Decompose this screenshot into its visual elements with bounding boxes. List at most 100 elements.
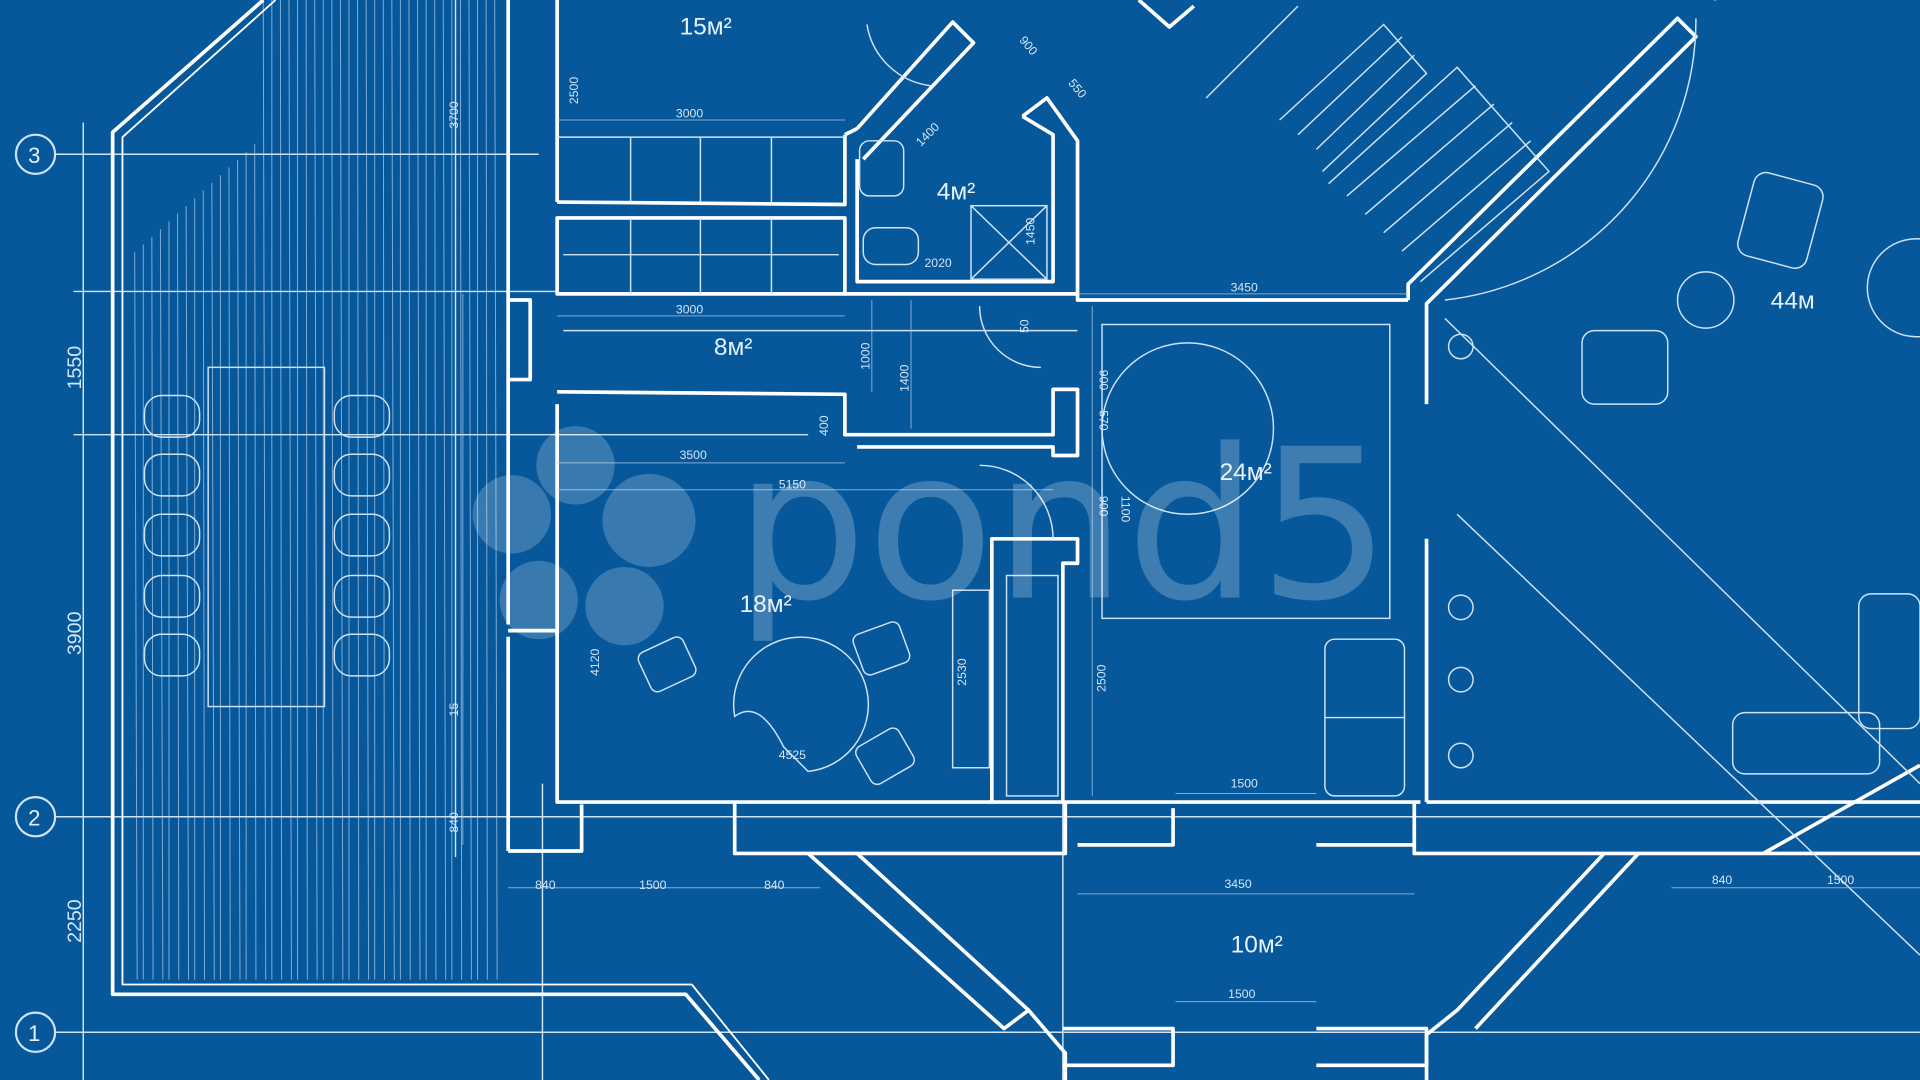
hatch-line — [434, 0, 437, 980]
dim-label: 3500 — [680, 448, 707, 462]
sink — [858, 140, 905, 197]
hatch-line — [417, 0, 421, 980]
hatch-line — [134, 252, 138, 980]
hatch-line — [382, 0, 385, 980]
hatch-line — [314, 0, 318, 980]
axis-markers: 3 2 1 — [14, 133, 57, 1053]
dim-label: 840 — [447, 812, 461, 833]
hatch-line — [288, 0, 292, 980]
axis-label: 2 — [28, 805, 40, 830]
room-area-8: 8м² — [714, 334, 753, 361]
room-labels: 15м² 4м² 8м² 24м² 18м² 44м 10м² — [680, 13, 1815, 958]
dim-label: 2530 — [955, 658, 969, 685]
dim-label: 840 — [535, 878, 556, 892]
chair — [333, 394, 391, 438]
chair — [143, 394, 201, 438]
hatch-line — [339, 0, 344, 980]
hatch-line — [365, 0, 370, 980]
axis-marker-2 — [14, 796, 57, 838]
room-area-44: 44м — [1771, 288, 1815, 315]
dim-label: 1450 — [1024, 217, 1038, 244]
axis-marker-1 — [14, 1011, 57, 1053]
dim-label: 900 — [1097, 496, 1111, 517]
axis-label: 1 — [28, 1021, 40, 1046]
dim-label: 1500 — [1231, 776, 1258, 790]
dim-label: 4525 — [779, 748, 806, 762]
room-area-24: 24м² — [1220, 459, 1272, 486]
chair — [143, 633, 201, 677]
stairs — [1205, 5, 1551, 283]
hatch-line — [357, 0, 360, 980]
dim-label: 1550 — [64, 346, 86, 390]
dim-label: 900 — [1097, 370, 1111, 391]
chair — [333, 513, 391, 557]
chair — [333, 453, 391, 497]
dimension-labels: 3000 3000 2500 3700 1400 900 550 1450 20… — [64, 33, 1855, 1001]
room-area-15: 15м² — [680, 13, 732, 40]
axis-lines — [55, 0, 1920, 1080]
dim-label: 2500 — [567, 77, 581, 104]
dim-label: 1400 — [913, 120, 942, 149]
hatch-line — [151, 236, 154, 980]
dim-label: 840 — [1712, 873, 1733, 887]
dining-table — [207, 366, 326, 708]
dim-label: 4120 — [588, 649, 602, 676]
walls — [506, 0, 1920, 1080]
hatch-line — [262, 0, 267, 980]
furniture — [143, 0, 1920, 956]
chair — [333, 574, 391, 618]
chair — [143, 453, 201, 497]
room-area-4: 4м² — [937, 179, 976, 206]
chair — [333, 633, 391, 677]
hatch-line — [185, 205, 190, 980]
dim-label: 3450 — [1231, 280, 1258, 294]
dim-label: 2250 — [64, 899, 86, 943]
chair — [143, 574, 201, 618]
toilet — [862, 227, 920, 266]
watermark-text: pond5 — [735, 406, 1391, 648]
hatch-line — [391, 0, 395, 980]
dim-label: 3000 — [676, 302, 703, 316]
dim-label: 3450 — [1224, 877, 1251, 891]
hatch-line — [468, 0, 472, 980]
dim-label: 840 — [764, 878, 785, 892]
terrace-outline — [110, 0, 770, 1080]
room-area-18: 18м² — [740, 591, 792, 618]
dim-label: 3900 — [64, 611, 86, 655]
terrace-hatching — [134, 0, 498, 980]
hatch-line — [237, 159, 241, 980]
hatch-line — [228, 167, 231, 980]
hatch-line — [177, 213, 180, 980]
axis-label: 3 — [28, 143, 40, 168]
dim-label: 1500 — [1228, 987, 1255, 1001]
hatch-line — [254, 144, 257, 980]
dim-label: 570 — [1097, 410, 1111, 431]
chair — [143, 513, 201, 557]
hatch-line — [202, 190, 205, 980]
axis-marker-3 — [14, 133, 57, 175]
room-area-10: 10м² — [1231, 932, 1283, 959]
dim-label: 1500 — [1827, 873, 1854, 887]
dim-label: 5150 — [779, 478, 806, 492]
hatch-line — [331, 0, 334, 980]
dim-label: 50 — [1018, 319, 1032, 333]
dim-label: 900 — [1016, 33, 1040, 58]
hatch-line — [159, 229, 164, 980]
hatch-line — [305, 0, 308, 980]
hatch-line — [279, 0, 283, 980]
dim-label: 1400 — [898, 364, 912, 391]
dim-label: 3000 — [676, 107, 703, 121]
dim-label: 550 — [1065, 76, 1089, 101]
hatch-line — [408, 0, 411, 980]
dim-label: 1500 — [639, 878, 666, 892]
hatch-line — [442, 0, 447, 980]
dim-label: 2020 — [924, 256, 951, 270]
dim-label: 400 — [817, 415, 831, 436]
watermark: pond5 — [472, 406, 1391, 648]
dim-label: 15 — [447, 703, 461, 717]
dimension-lines — [462, 119, 1920, 1003]
dim-label: 1000 — [858, 342, 872, 369]
dim-label: 3700 — [447, 101, 461, 128]
